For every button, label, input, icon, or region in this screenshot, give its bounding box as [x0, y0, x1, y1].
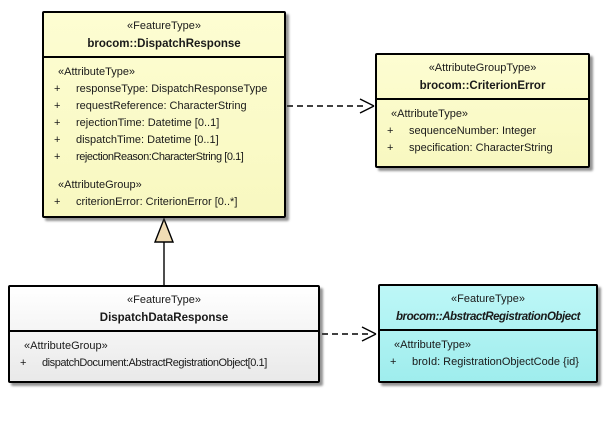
attribute-text: criterionError: CriterionError [0..*]: [76, 196, 238, 208]
attribute-row: + specification: CharacterString: [385, 140, 584, 157]
class-name: brocom::DispatchResponse: [87, 38, 241, 50]
attribute-row: + dispatchTime: Datetime [0..1]: [52, 132, 280, 149]
generalization-arrow-dispatchdataresponse-dispatchresponse: [153, 217, 175, 287]
section-label: «AttributeGroup»: [58, 179, 142, 191]
attribute-text: specification: CharacterString: [409, 142, 553, 154]
dependency-arrow-dispatchresponse-criterionerror: [287, 98, 375, 114]
section-label: «AttributeGroup»: [24, 340, 108, 352]
attribute-text: dispatchDocument:AbstractRegistrationObj…: [42, 357, 267, 369]
class-name: brocom::AbstractRegistrationObject: [395, 311, 581, 323]
visibility-marker: +: [54, 83, 61, 95]
attribute-row: + dispatchDocument:AbstractRegistrationO…: [18, 355, 314, 372]
attribute-text: sequenceNumber: Integer: [409, 125, 537, 137]
class-stereotype: «FeatureType»: [451, 293, 525, 305]
attribute-row: + sequenceNumber: Integer: [385, 123, 584, 140]
section-label: «AttributeType»: [391, 108, 469, 120]
class-attributes-compartment: «AttributeType» + sequenceNumber: Intege…: [377, 100, 588, 157]
class-attributes-compartment: «AttributeGroup» + dispatchDocument:Abst…: [10, 332, 318, 372]
class-header: «FeatureType» brocom::AbstractRegistrati…: [380, 286, 596, 331]
visibility-marker: +: [54, 196, 61, 208]
attribute-row: + rejectionReason:CharacterString [0.1]: [52, 149, 280, 166]
attribute-row: + rejectionTime: Datetime [0..1]: [52, 115, 280, 132]
class-header: «FeatureType» DispatchDataResponse: [10, 287, 318, 332]
visibility-marker: +: [387, 125, 394, 137]
visibility-marker: +: [387, 142, 394, 154]
section-label: «AttributeType»: [394, 339, 472, 351]
attribute-text: responseType: DispatchResponseType: [76, 83, 268, 95]
class-stereotype: «AttributeGroupType»: [428, 62, 537, 74]
class-name: brocom::CriterionError: [419, 80, 546, 92]
class-name: DispatchDataResponse: [99, 312, 229, 324]
class-stereotype: «FeatureType»: [127, 20, 201, 32]
class-box-abstract-registration-object: «FeatureType» brocom::AbstractRegistrati…: [378, 284, 598, 383]
class-header: «AttributeGroupType» brocom::CriterionEr…: [377, 55, 588, 100]
attribute-row: + responseType: DispatchResponseType: [52, 81, 280, 98]
class-stereotype: «FeatureType»: [127, 294, 201, 306]
class-box-dispatch-response: «FeatureType» brocom::DispatchResponse «…: [42, 11, 286, 218]
attribute-row: + requestReference: CharacterString: [52, 98, 280, 115]
attribute-row: + criterionError: CriterionError [0..*]: [52, 194, 280, 211]
visibility-marker: +: [54, 117, 61, 129]
section-label: «AttributeType»: [58, 66, 136, 78]
visibility-marker: +: [54, 151, 61, 163]
class-header: «FeatureType» brocom::DispatchResponse: [44, 13, 284, 58]
attribute-text: rejectionTime: Datetime [0..1]: [76, 117, 220, 129]
visibility-marker: +: [390, 356, 397, 368]
class-box-criterion-error: «AttributeGroupType» brocom::CriterionEr…: [375, 53, 590, 168]
attribute-text: requestReference: CharacterString: [76, 100, 247, 112]
class-box-dispatch-data-response: «FeatureType» DispatchDataResponse «Attr…: [8, 285, 320, 383]
visibility-marker: +: [54, 134, 61, 146]
dependency-arrow-dispatchdataresponse-abstractregistrationobject: [322, 326, 377, 342]
visibility-marker: +: [20, 357, 27, 369]
attribute-text: broId: RegistrationObjectCode {id}: [412, 356, 579, 368]
attribute-text: dispatchTime: Datetime [0..1]: [76, 134, 219, 146]
visibility-marker: +: [54, 100, 61, 112]
class-attributes-compartment: «AttributeType» + broId: RegistrationObj…: [380, 331, 596, 371]
attribute-row: + broId: RegistrationObjectCode {id}: [388, 354, 592, 371]
class-attributes-compartment: «AttributeType» + responseType: Dispatch…: [44, 58, 284, 211]
attribute-text: rejectionReason:CharacterString [0.1]: [76, 151, 244, 163]
